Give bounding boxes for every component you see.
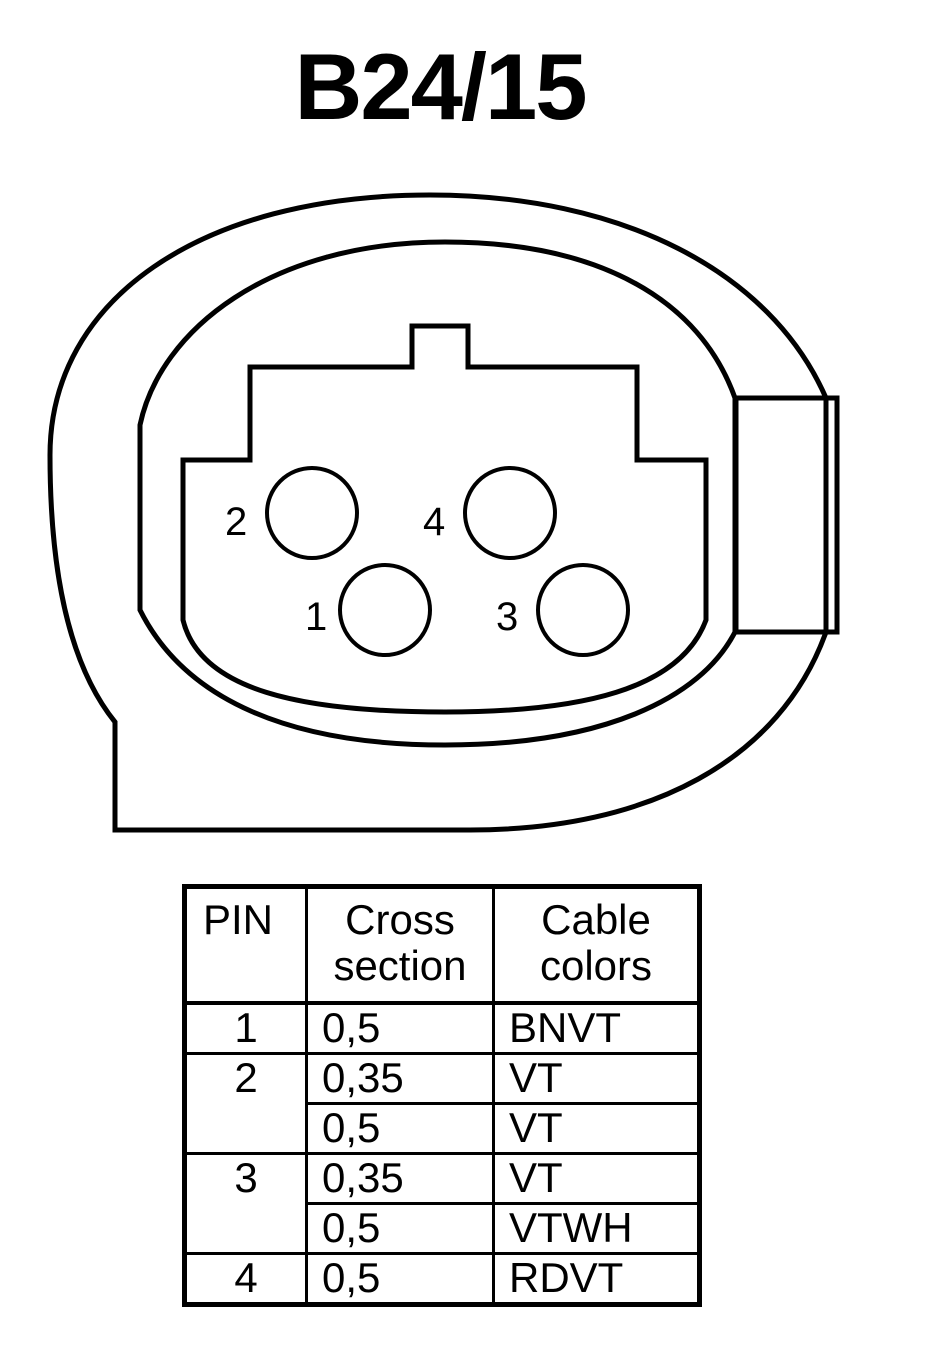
cross-section-cell: 0,5: [305, 1252, 495, 1306]
table-row: 3 0,35 VT: [183, 1152, 701, 1255]
connector-diagram: 2 4 1 3: [47, 192, 840, 833]
pin-insert-outline: [180, 323, 709, 715]
header-cable-colors: Cable colors: [492, 885, 701, 1005]
pin-cell: 1: [183, 1001, 308, 1055]
header-cross-line1: Cross: [345, 896, 455, 943]
cross-section-cell: 0,35: [305, 1152, 495, 1205]
pin-cell: 2: [183, 1052, 308, 1155]
table-header-row: PIN Cross section Cable colors: [183, 885, 701, 1005]
header-cross-section: Cross section: [305, 885, 495, 1005]
pin-4-socket: [463, 466, 557, 560]
cable-color-cell: VTWH: [492, 1202, 701, 1255]
table-row: 4 0,5 RDVT: [183, 1252, 701, 1306]
header-cross-line2: section: [333, 942, 467, 990]
cable-color-cell: RDVT: [492, 1252, 701, 1306]
pin-label-4: 4: [423, 500, 445, 544]
cross-section-cell: 0,35: [305, 1052, 495, 1105]
pin-3-socket: [536, 563, 630, 657]
cable-color-cell: VT: [492, 1102, 701, 1155]
table-row: 0,5 VT: [185, 1102, 701, 1155]
connector-title: B24/15: [294, 34, 587, 139]
pin-cell: 3: [183, 1152, 308, 1255]
connector-housing-outline: [47, 192, 829, 833]
pin-assignment-table: PIN Cross section Cable colors 1 0,5 BNV…: [182, 884, 702, 1307]
header-pin: PIN: [183, 885, 308, 1005]
pin-label-1: 1: [305, 595, 327, 639]
cross-section-cell: 0,5: [305, 1001, 495, 1055]
header-pin-label: PIN: [203, 896, 274, 943]
connector-cavity-outline: [137, 239, 738, 748]
cable-color-cell: VT: [492, 1052, 701, 1105]
cable-color-cell: VT: [492, 1152, 701, 1205]
pin-cell: 4: [183, 1252, 308, 1306]
header-color-line2: colors: [539, 942, 653, 990]
pin-label-2: 2: [225, 500, 247, 544]
pin-1-socket: [338, 563, 432, 657]
cross-section-cell: 0,5: [305, 1102, 495, 1155]
connector-latch: [733, 395, 840, 635]
pin-label-3: 3: [496, 595, 518, 639]
cable-color-cell: BNVT: [492, 1001, 701, 1055]
table-row: 2 0,35 VT: [183, 1052, 701, 1155]
table-row: 1 0,5 BNVT: [183, 1001, 701, 1055]
header-color-line1: Cable: [541, 896, 651, 943]
table-row: 0,5 VTWH: [185, 1202, 701, 1255]
pin-2-socket: [265, 466, 359, 560]
cross-section-cell: 0,5: [305, 1202, 495, 1255]
